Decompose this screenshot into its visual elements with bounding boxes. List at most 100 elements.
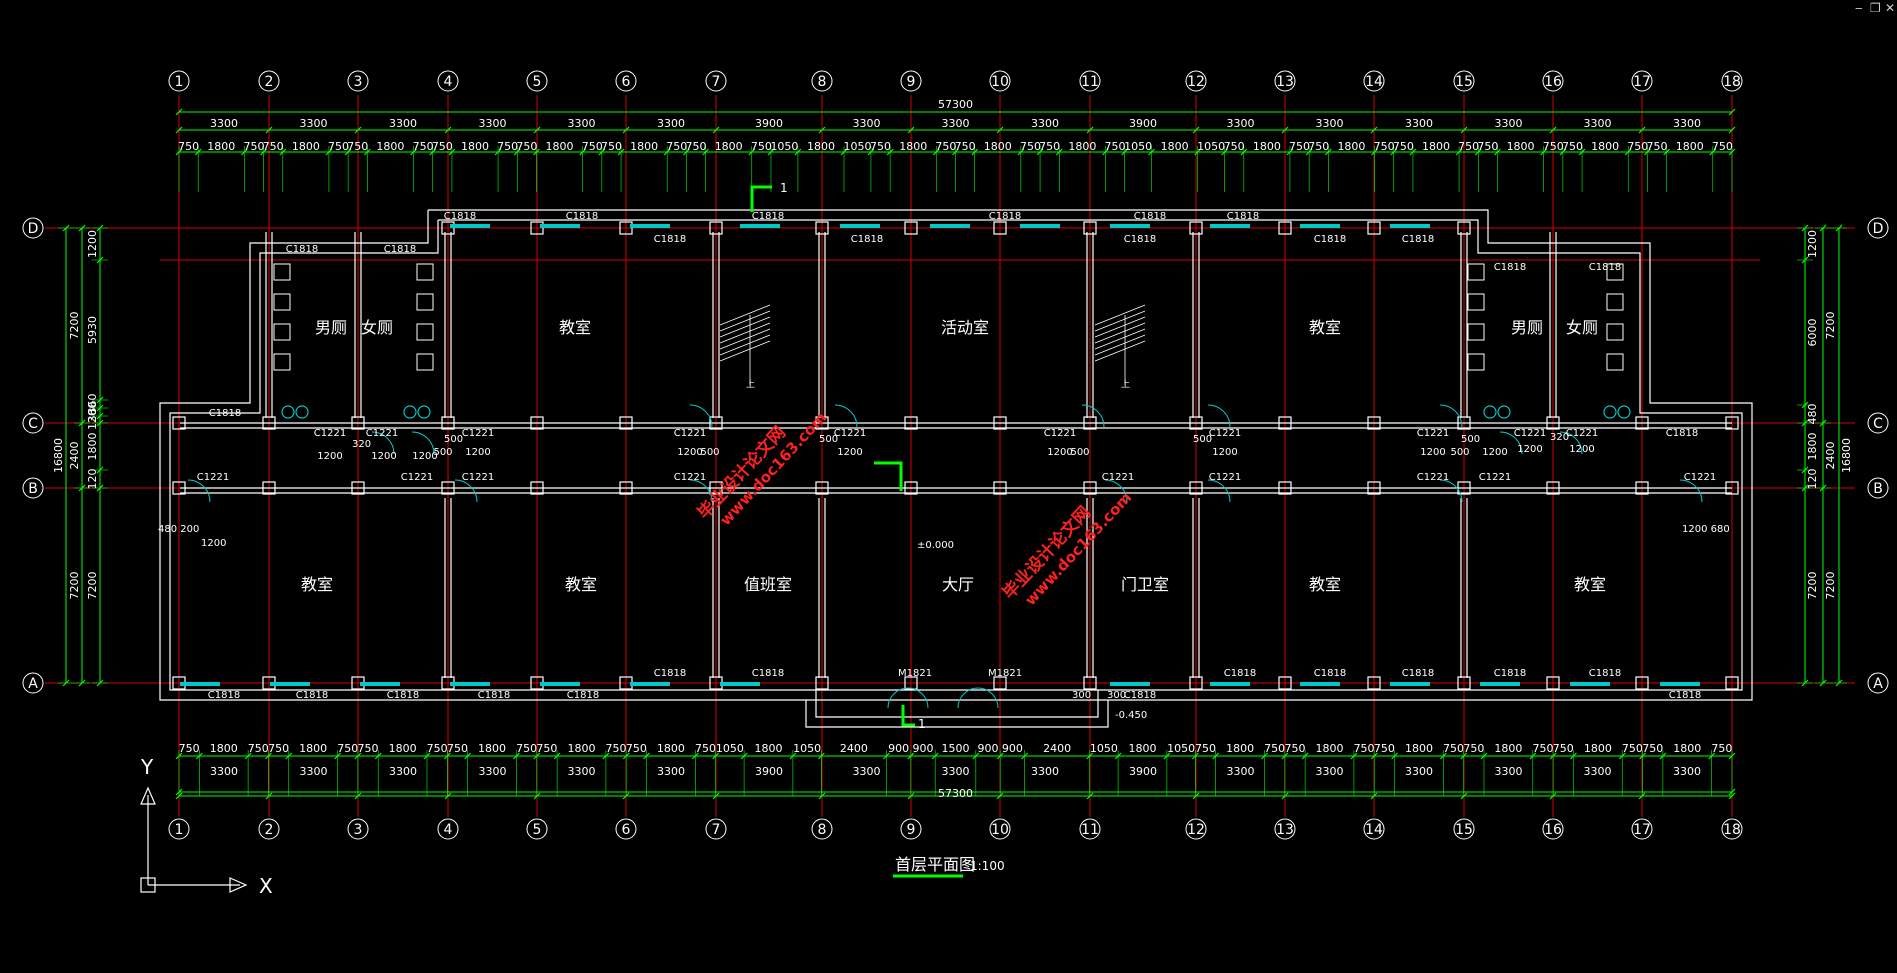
dim-detail-bottom-text: 750: [1553, 742, 1574, 755]
door-swing-9: [1207, 479, 1231, 503]
door-swing-15: [187, 479, 211, 503]
structural-column: [619, 416, 633, 430]
dim-bays-top-text: 3300: [210, 117, 238, 130]
axis-bubble-col-2-bottom: [258, 818, 280, 840]
dim-left-main-text: 7200: [68, 312, 81, 340]
axis-label-col-4-top: 4: [444, 74, 453, 90]
dim-left-inner-text: 1200: [86, 230, 99, 258]
dim-bays-top-text: 3900: [1129, 117, 1157, 130]
structural-column: [709, 416, 723, 430]
dim-detail-top-text: 750: [1477, 140, 1498, 153]
dim-bays-bottom-tick: [265, 792, 273, 800]
door-swing-13: [1559, 431, 1583, 455]
label-c1818: C1818: [567, 690, 599, 701]
dim-bays-top-text: 3300: [389, 117, 417, 130]
structural-column: [1635, 481, 1649, 495]
misc-annotations: ±0.000 -0.450 M1821 M1821 480 200 1200 1…: [158, 432, 1730, 721]
dim-detail-top-text: 1800: [292, 140, 320, 153]
axis-label-col-16-bottom: 16: [1544, 822, 1562, 838]
dim-detail-bottom-text: 750: [1284, 742, 1305, 755]
dim-left-main-text: 2400: [68, 442, 81, 470]
axis-label-col-17-top: 17: [1633, 74, 1651, 90]
ucs-y-label: Y: [140, 755, 154, 779]
dim-bays-top-text: 3300: [1584, 117, 1612, 130]
dim-detail-top-text: 1800: [984, 140, 1012, 153]
axis-label-col-8-top: 8: [818, 74, 827, 90]
axis-bubble-col-7-bottom: [705, 818, 727, 840]
structural-column: [441, 416, 455, 430]
dim-detail-top-text: 750: [347, 140, 368, 153]
label-c1818: C1818: [387, 690, 419, 701]
dim-bays-top-text: 3300: [1495, 117, 1523, 130]
axis-label-row-C-right: C: [1873, 416, 1883, 432]
label-c1818: C1818: [1124, 690, 1156, 701]
axis-bubble-col-5-bottom: [526, 818, 548, 840]
axis-label-col-2-bottom: 2: [265, 822, 274, 838]
toilet-stall: [1606, 353, 1624, 371]
label-c1818: C1818: [1134, 211, 1166, 222]
stair-up-label: 上: [746, 379, 755, 390]
axis-label-col-15-top: 15: [1455, 74, 1473, 90]
dim-bays-bottom-text: 3300: [300, 765, 328, 778]
dim-detail-bottom-text: 750: [1711, 742, 1732, 755]
dim-detail-top-text: 750: [1647, 140, 1668, 153]
axis-bubble-col-2-top: [258, 70, 280, 92]
dim-detail-bottom-text: 1800: [1405, 742, 1433, 755]
axis-label-row-B-left: B: [28, 481, 38, 497]
axis-label-row-C-left: C: [28, 416, 38, 432]
axis-label-col-4-bottom: 4: [444, 822, 453, 838]
window-bottom: [1300, 682, 1340, 686]
axis-label-row-D-right: D: [1873, 221, 1884, 237]
axis-bubble-col-3-bottom: [347, 818, 369, 840]
dim-detail-top-text: 750: [413, 140, 434, 153]
axis-bubble-col-8-top: [811, 70, 833, 92]
window-bottom: [1390, 682, 1430, 686]
basin-icon: [1483, 405, 1497, 419]
entrance-door-b-1: [977, 687, 999, 709]
dim-bays-top-tick: [1086, 126, 1094, 134]
structural-column: [172, 416, 186, 430]
dim-detail-top-text: 1050: [843, 140, 871, 153]
label-1200: 1200: [1047, 447, 1072, 458]
room-classroom-a1: 教室: [301, 575, 333, 594]
label-c1818: C1818: [1669, 690, 1701, 701]
structural-column: [709, 221, 723, 235]
dim-detail-bottom-text: 750: [1532, 742, 1553, 755]
close-button[interactable]: ✕: [1885, 1, 1896, 15]
dim-bays-top-text: 3300: [1227, 117, 1255, 130]
dim-bays-bottom-tick: [1460, 792, 1468, 800]
toilet-stall: [1467, 293, 1485, 311]
minimize-button[interactable]: ‒: [1855, 1, 1863, 15]
dim-left-inner-text: 5930: [86, 316, 99, 344]
dim-bays-top-tick: [354, 126, 362, 134]
dim-bays-bottom-tick: [1086, 792, 1094, 800]
restore-button[interactable]: ❐: [1870, 1, 1881, 15]
dim-detail-bottom-text: 1800: [1316, 742, 1344, 755]
dim-detail-bottom-text: 900: [1002, 742, 1023, 755]
dim-right-inner-text: 7200: [1806, 572, 1819, 600]
room-labels: 男厕 女厕 教室 活动室 教室 男厕 女厕 教室 教室 值班室 大厅 门卫室 教…: [301, 318, 1606, 594]
label-c1818: C1818: [286, 244, 318, 255]
dim-left-inner-text: 120: [86, 409, 99, 430]
label-1200: 1200: [677, 447, 702, 458]
dim-bays-top-tick: [265, 126, 273, 134]
dim-detail-top-text: 750: [1712, 140, 1733, 153]
dim-detail-bottom-text: 750: [1463, 742, 1484, 755]
dim-bays-top-text: 3300: [853, 117, 881, 130]
structural-column: [441, 481, 455, 495]
dim-detail-bottom-text: 1800: [299, 742, 327, 755]
dim-500-d: 500: [1461, 434, 1480, 445]
door-swing-2: [454, 479, 478, 503]
dim-bays-bottom-text: 3300: [568, 765, 596, 778]
dim-bays-top-text: 3300: [568, 117, 596, 130]
dim-detail-top-text: 750: [666, 140, 687, 153]
dim-detail-top-text: 1800: [1337, 140, 1365, 153]
structural-column: [815, 676, 829, 690]
dim-1200-bl: 1200: [201, 538, 226, 549]
axis-label-col-5-bottom: 5: [533, 822, 542, 838]
dim-detail-top-text: 1800: [1253, 140, 1281, 153]
dim-detail-top-text: 1800: [1161, 140, 1189, 153]
axis-bubble-col-11-top: [1079, 70, 1101, 92]
dim-detail-top-text: 750: [328, 140, 349, 153]
